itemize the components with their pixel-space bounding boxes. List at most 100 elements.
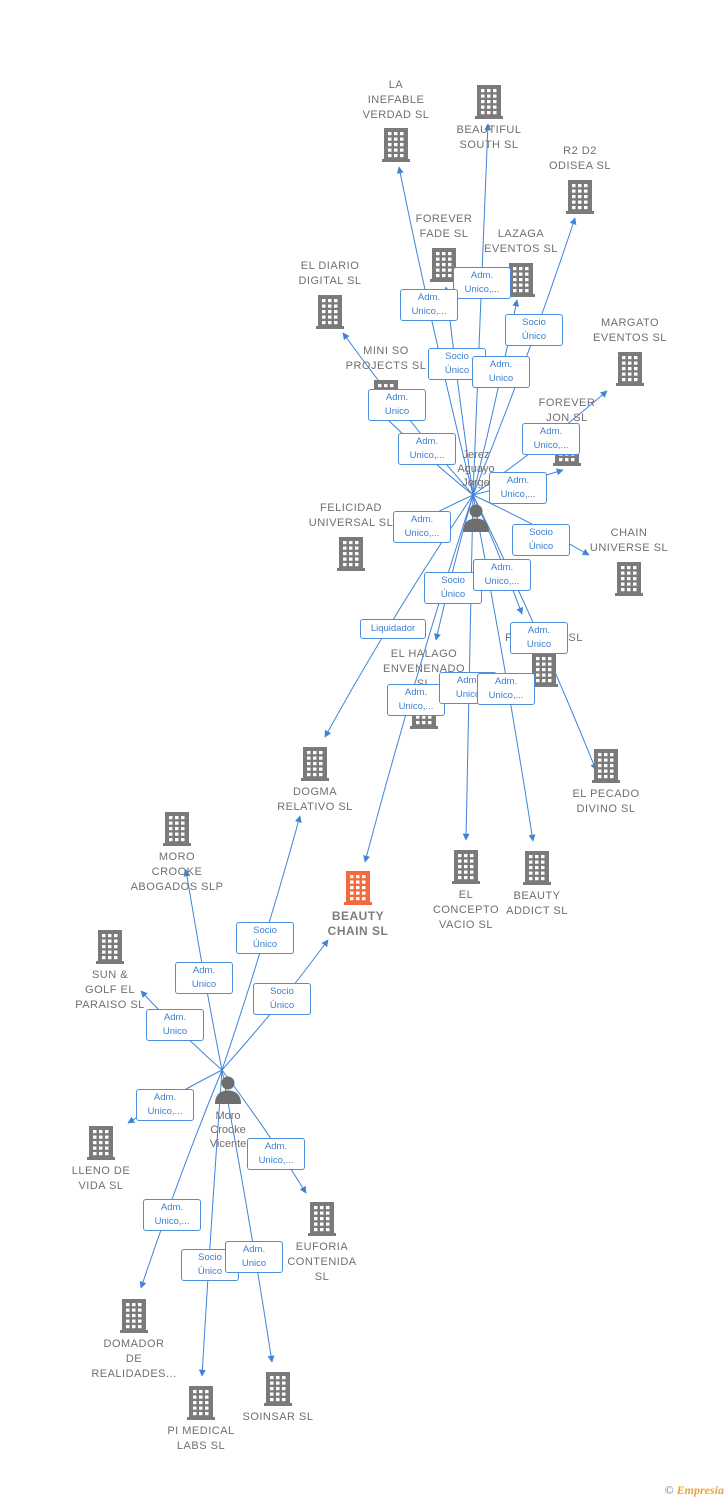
building-icon[interactable] [592, 749, 620, 788]
company-node[interactable]: MINI SO PROJECTS SL [326, 344, 446, 374]
relation-badge[interactable]: Adm. Unico,... [453, 267, 511, 299]
company-label: MARGATO EVENTOS SL [593, 317, 667, 344]
company-node[interactable]: FOREVER JON SL [507, 396, 627, 426]
company-label: EL CONCEPTO VACIO SL [432, 889, 500, 931]
relation-badge[interactable]: Socio Único [505, 314, 563, 346]
relation-edge [221, 1069, 275, 1363]
relation-badge[interactable]: Adm. Unico [175, 962, 233, 994]
relation-badge[interactable]: Adm. Unico,... [387, 684, 445, 716]
brand-logo: Empresia [676, 1483, 724, 1497]
company-node[interactable]: LAZAGA EVENTOS SL [461, 227, 581, 257]
company-label: EUFORIA CONTENIDA SL [287, 1241, 357, 1283]
building-icon[interactable] [308, 1202, 336, 1241]
building-icon[interactable] [337, 537, 365, 576]
company-node[interactable]: FELICIDAD UNIVERSAL SL [291, 501, 411, 531]
building-icon[interactable] [264, 1372, 292, 1411]
company-label: DOGMA RELATIVO SL [277, 786, 353, 813]
relation-edge [198, 1069, 223, 1377]
building-icon[interactable] [452, 850, 480, 889]
building-icon[interactable] [566, 180, 594, 219]
building-icon[interactable] [96, 930, 124, 969]
relation-badge[interactable]: Adm. Unico [368, 389, 426, 421]
company-node[interactable]: DOGMA RELATIVO SL [255, 785, 375, 815]
company-label: DOMADOR DE REALIDADES... [91, 1338, 177, 1380]
company-node[interactable]: BEAUTY ADDICT SL [477, 889, 597, 919]
building-icon[interactable] [87, 1126, 115, 1165]
company-label: BEAUTY CHAIN SL [327, 909, 389, 938]
relation-edge [363, 494, 474, 863]
building-icon[interactable] [344, 871, 372, 910]
company-label: EL DIARIO DIGITAL SL [298, 260, 362, 287]
building-icon[interactable] [382, 128, 410, 167]
company-node[interactable]: LLENO DE VIDA SL [41, 1164, 161, 1194]
company-label: MORO CROOKE ABOGADOS SLP [130, 851, 224, 893]
building-icon[interactable] [187, 1386, 215, 1425]
relation-badge[interactable]: Adm. Unico,... [143, 1199, 201, 1231]
company-node[interactable]: MARGATO EVENTOS SL [570, 316, 690, 346]
company-label: SOINSAR SL [242, 1411, 314, 1423]
relation-edge [462, 494, 474, 841]
building-icon[interactable] [120, 1299, 148, 1338]
relation-edge [139, 1069, 223, 1289]
building-icon[interactable] [616, 352, 644, 391]
company-label: LA INEFABLE VERDAD SL [362, 79, 430, 121]
person-label: Moro Crooke Vicente [209, 1110, 247, 1150]
company-node[interactable]: SUN & GOLF EL PARAISO SL [50, 968, 170, 1013]
company-node[interactable]: EUFORIA CONTENIDA SL [262, 1240, 382, 1285]
building-icon[interactable] [475, 85, 503, 124]
building-icon[interactable] [316, 295, 344, 334]
company-label: CHAIN UNIVERSE SL [589, 527, 669, 554]
company-node[interactable]: LA INEFABLE VERDAD SL [336, 78, 456, 123]
building-icon[interactable] [163, 812, 191, 851]
relation-edge [396, 166, 474, 496]
relation-edge [324, 494, 474, 738]
person-label: Jerez Aguayo Jorge [457, 449, 495, 489]
company-node[interactable]: DOMADOR DE REALIDADES... [74, 1337, 194, 1382]
relation-badge[interactable]: Adm. Unico,... [473, 559, 531, 591]
relation-badge[interactable]: Socio Único [236, 922, 294, 954]
company-label: SUN & GOLF EL PARAISO SL [75, 969, 145, 1011]
relation-badge[interactable]: Adm. Unico,... [522, 423, 580, 455]
company-node[interactable]: MORO CROOKE ABOGADOS SLP [117, 850, 237, 895]
relation-badge[interactable]: Adm. Unico [146, 1009, 204, 1041]
building-icon[interactable] [507, 263, 535, 302]
company-label: EL PECADO DIVINO SL [572, 788, 640, 815]
company-node[interactable]: PI MEDICAL LABS SL [141, 1424, 261, 1454]
company-node[interactable]: EL CONCEPTO VACIO SL [406, 888, 526, 933]
company-node[interactable]: EL DIARIO DIGITAL SL [270, 259, 390, 289]
relation-badge[interactable]: Adm. Unico [225, 1241, 283, 1273]
relation-badge[interactable]: Socio Único [253, 983, 311, 1015]
person-node[interactable]: Moro Crooke Vicente [188, 1074, 268, 1151]
relation-badge[interactable]: Adm. Unico,... [489, 472, 547, 504]
relation-edge [472, 494, 536, 842]
building-icon[interactable] [530, 653, 558, 692]
company-node[interactable]: EL PECADO DIVINO SL [546, 787, 666, 817]
company-node[interactable]: FOREVER FADE SL [384, 212, 504, 242]
relation-badge[interactable]: Adm. Unico,... [136, 1089, 194, 1121]
relation-badge[interactable]: Adm. Unico,... [477, 673, 535, 705]
relation-badge[interactable]: Liquidador [360, 619, 426, 639]
company-node[interactable]: R2 D2 ODISEA SL [520, 144, 640, 174]
relation-badge[interactable]: Adm. Unico [510, 622, 568, 654]
person-node[interactable] [436, 502, 516, 537]
company-node[interactable]: BEAUTIFUL SOUTH SL [429, 123, 549, 153]
building-icon[interactable] [523, 851, 551, 890]
relation-badge[interactable]: Adm. Unico,... [400, 289, 458, 321]
relation-badge[interactable]: Adm. Unico,... [393, 511, 451, 543]
building-icon[interactable] [615, 562, 643, 601]
relation-badge[interactable]: Adm. Unico,... [247, 1138, 305, 1170]
building-icon[interactable] [430, 248, 458, 287]
company-label: R2 D2 ODISEA SL [549, 145, 611, 172]
relation-badge[interactable]: Socio Único [424, 572, 482, 604]
relation-badge[interactable]: Adm. Unico [472, 356, 530, 388]
company-label: FOREVER FADE SL [415, 213, 473, 240]
building-icon[interactable] [301, 747, 329, 786]
relation-badge[interactable]: Adm. Unico,... [398, 433, 456, 465]
company-label: FELICIDAD UNIVERSAL SL [308, 502, 394, 529]
company-label: BEAUTIFUL SOUTH SL [456, 124, 522, 151]
company-node[interactable]: BEAUTY CHAIN SL [298, 909, 418, 939]
relation-badge[interactable]: Socio Único [512, 524, 570, 556]
company-node[interactable]: SOINSAR SL [218, 1410, 338, 1425]
company-node[interactable]: CHAIN UNIVERSE SL [569, 526, 689, 556]
